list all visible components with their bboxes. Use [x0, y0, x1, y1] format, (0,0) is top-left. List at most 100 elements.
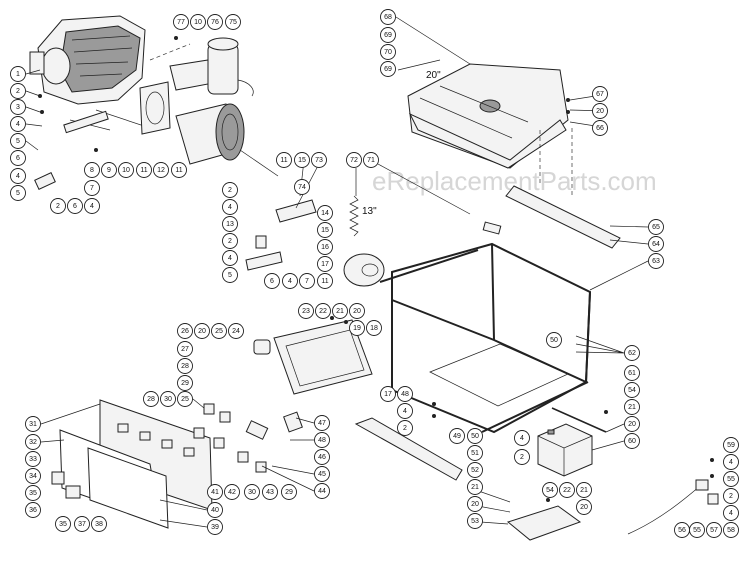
callout-number: 77 [177, 19, 185, 26]
callout-number: 61 [628, 370, 636, 377]
part-callout-50: 50 [467, 428, 483, 444]
part-callout-51: 51 [467, 445, 483, 461]
part-callout-50: 50 [546, 332, 562, 348]
callout-number: 69 [384, 32, 392, 39]
callout-bubble [177, 341, 193, 357]
callout-number: 4 [16, 173, 20, 180]
part-callout-6: 6 [67, 198, 83, 214]
callout-number: 63 [652, 258, 660, 265]
part-callout-11: 11 [276, 152, 292, 168]
callout-number: 5 [228, 272, 232, 279]
callout-number: 54 [546, 487, 554, 494]
callout-bubble [153, 162, 169, 178]
part-callout-21: 21 [332, 303, 348, 319]
callout-number: 23 [302, 308, 310, 315]
callout-number: 12 [157, 167, 165, 174]
part-callout-76: 76 [207, 14, 223, 30]
callout-bubble [294, 152, 310, 168]
callout-number: 10 [122, 167, 130, 174]
callout-bubble [311, 152, 327, 168]
part-callout-23: 23 [298, 303, 314, 319]
part-callout-58: 58 [723, 522, 739, 538]
callout-number: 11 [280, 157, 287, 164]
muffler [343, 253, 385, 287]
callout-number: 65 [652, 224, 660, 231]
callout-bubble [207, 502, 223, 518]
callout-bubble [25, 502, 41, 518]
callout-bubble [222, 199, 238, 215]
part-callout-2: 2 [397, 420, 413, 436]
callout-number: 5 [16, 138, 20, 145]
callout-bubble [55, 516, 71, 532]
callout-number: 21 [471, 484, 479, 491]
callout-number: 4 [520, 435, 524, 442]
callout-number: 2 [228, 238, 232, 245]
part-callout-75: 75 [225, 14, 241, 30]
part-callout-2: 2 [10, 83, 26, 99]
callout-bubble [207, 14, 223, 30]
part-callout-5: 5 [10, 133, 26, 149]
callout-number: 21 [628, 404, 636, 411]
callout-number: 4 [90, 203, 94, 210]
callout-bubble [317, 256, 333, 272]
callout-number: 57 [710, 527, 718, 534]
callout-number: 51 [471, 450, 479, 457]
callout-bubble [624, 365, 640, 381]
callout-bubble [706, 522, 722, 538]
part-callout-5: 5 [222, 267, 238, 283]
callout-bubble [171, 162, 187, 178]
callout-bubble [294, 179, 310, 195]
callout-number: 42 [228, 489, 236, 496]
callout-bubble [397, 386, 413, 402]
switch-group [193, 403, 303, 473]
callout-bubble [10, 168, 26, 184]
part-callout-28: 28 [143, 391, 159, 407]
base-skid-plate [354, 417, 463, 481]
callout-number: 68 [384, 14, 392, 21]
callout-bubble [624, 382, 640, 398]
callout-bubble [143, 391, 159, 407]
callout-bubble [317, 273, 333, 289]
callout-number: 54 [628, 387, 636, 394]
callout-bubble [380, 61, 396, 77]
hardware-bolts [38, 36, 714, 502]
callout-number: 71 [367, 157, 375, 164]
part-callout-54: 54 [542, 482, 558, 498]
callout-bubble [723, 437, 739, 453]
callout-number: 7 [305, 278, 309, 285]
callout-number: 11 [321, 278, 328, 285]
callout-bubble [576, 482, 592, 498]
callout-bubble [177, 391, 193, 407]
callout-bubble [67, 198, 83, 214]
callout-number: 48 [401, 391, 409, 398]
part-callout-64: 64 [648, 236, 664, 252]
part-callout-19: 19 [349, 320, 365, 336]
callout-bubble [624, 345, 640, 361]
part-callout-17: 17 [317, 256, 333, 272]
callout-number: 40 [211, 507, 219, 514]
part-callout-26: 26 [177, 323, 193, 339]
heat-shield [505, 128, 621, 249]
battery-tray [506, 505, 582, 541]
callout-number: 76 [211, 19, 219, 26]
part-callout-69: 69 [380, 61, 396, 77]
callout-number: 14 [321, 210, 329, 217]
callout-bubble [723, 505, 739, 521]
callout-number: 20 [471, 501, 479, 508]
part-callout-4: 4 [10, 168, 26, 184]
callout-bubble [315, 303, 331, 319]
part-callout-57: 57 [706, 522, 722, 538]
callout-bubble [380, 9, 396, 25]
battery-cable [627, 479, 719, 535]
control-panel [51, 399, 213, 529]
callout-bubble [222, 182, 238, 198]
callout-bubble [366, 320, 382, 336]
part-callout-69: 69 [380, 27, 396, 43]
callout-bubble [84, 180, 100, 196]
callout-bubble [514, 430, 530, 446]
callout-bubble [467, 496, 483, 512]
part-callout-4: 4 [222, 250, 238, 266]
part-callout-10: 10 [190, 14, 206, 30]
callout-number: 22 [563, 487, 571, 494]
part-callout-15: 15 [317, 222, 333, 238]
